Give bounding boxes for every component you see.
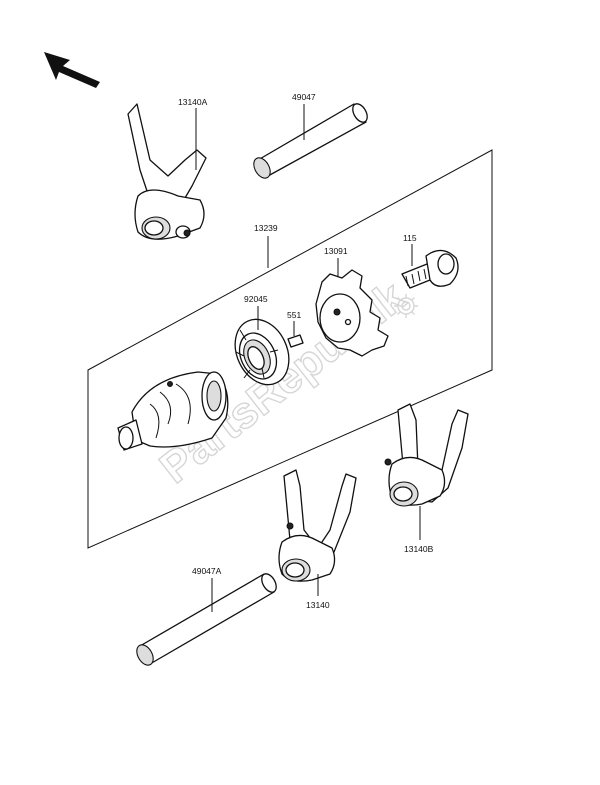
label-13140b: 13140B xyxy=(404,544,434,554)
bearing-92045 xyxy=(234,318,290,386)
label-49047: 49047 xyxy=(292,92,316,102)
label-13091: 13091 xyxy=(324,246,348,256)
drum-stopper-13091 xyxy=(315,269,389,357)
label-115: 115 xyxy=(403,233,417,243)
label-13140a: 13140A xyxy=(178,97,208,107)
shift-fork-13140a xyxy=(127,103,207,240)
pin-551 xyxy=(287,334,304,348)
label-49047a: 49047A xyxy=(192,566,222,576)
shift-fork-13140 xyxy=(278,469,357,582)
label-13239: 13239 xyxy=(254,223,278,233)
direction-arrow-icon xyxy=(44,52,100,88)
assembly-frame xyxy=(87,149,493,549)
shift-drum-13239 xyxy=(117,371,229,451)
label-551: 551 xyxy=(287,310,301,320)
shaft-49047a xyxy=(136,573,277,666)
bolt-115 xyxy=(401,249,459,289)
label-13140: 13140 xyxy=(306,600,330,610)
shift-fork-13140b xyxy=(384,403,469,507)
shaft-49047 xyxy=(253,103,368,179)
gear-watermark-icon xyxy=(394,294,418,318)
label-92045: 92045 xyxy=(244,294,268,304)
